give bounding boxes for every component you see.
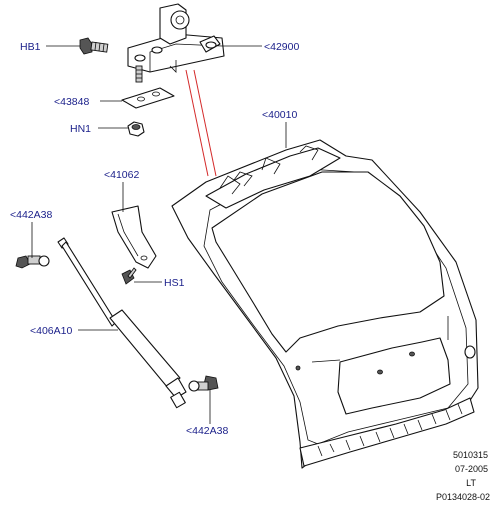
label-40010: <40010 <box>262 109 297 121</box>
footer-date: 07-2005 <box>455 464 488 474</box>
footer-code: 5010315 <box>453 450 488 460</box>
gas-strut <box>57 237 187 409</box>
label-442a38-top: <442A38 <box>10 209 52 221</box>
label-hn1: HN1 <box>70 123 91 135</box>
label-hb1: HB1 <box>20 41 41 53</box>
strut-bracket <box>111 205 157 269</box>
guide-line <box>193 69 217 177</box>
label-41062: <41062 <box>104 169 139 181</box>
bolt-hb1 <box>79 37 109 55</box>
footer-market: LT <box>466 478 476 488</box>
gasket-plate <box>121 87 175 109</box>
label-42900: <42900 <box>264 41 299 53</box>
label-442a38-bottom: <442A38 <box>186 425 228 437</box>
label-hs1: HS1 <box>164 277 185 289</box>
nut-hn1 <box>127 121 145 137</box>
ball-stud-top <box>15 255 50 269</box>
guide-line <box>185 69 209 177</box>
footer-illustration-id: P0134028-02 <box>436 492 490 502</box>
screw-hs1 <box>121 267 137 285</box>
tailgate-assembly <box>171 139 479 469</box>
label-43848: <43848 <box>54 96 89 108</box>
label-406a10: <406A10 <box>30 325 72 337</box>
hinge-assembly <box>127 3 225 83</box>
ball-stud-bottom <box>188 375 219 404</box>
